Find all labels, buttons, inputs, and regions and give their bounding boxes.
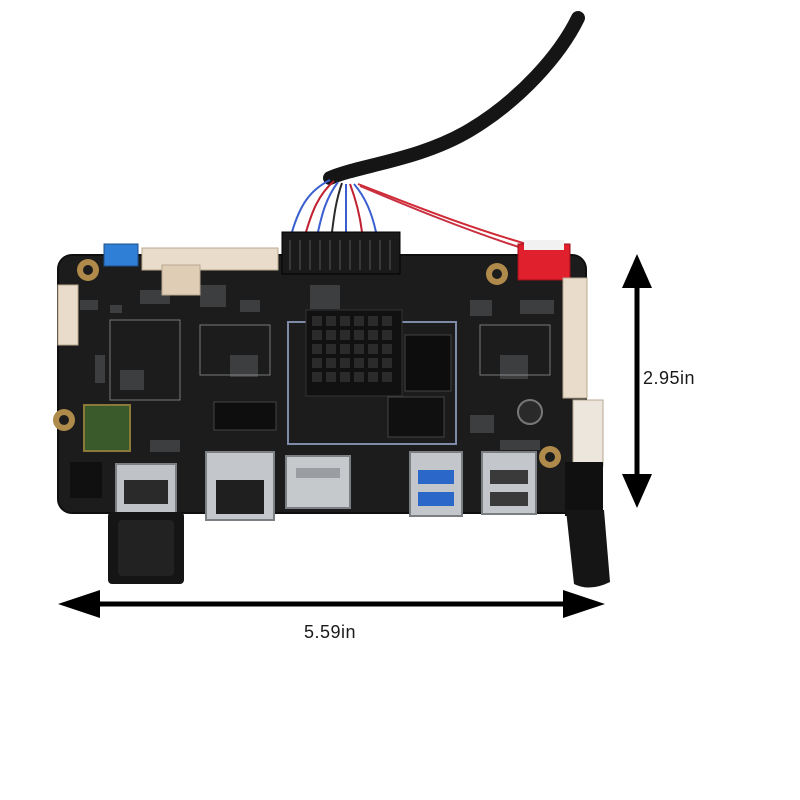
- audio-jack-icon: [70, 462, 102, 498]
- silkscreen: [109, 319, 551, 401]
- width-dimension-label: 5.59in: [304, 622, 357, 642]
- capacitor-icon: [517, 399, 543, 425]
- ribbon-wires: [291, 179, 531, 251]
- hdmi-cable-icon: [108, 512, 184, 584]
- height-dimension-label: 2.95in: [643, 368, 696, 388]
- memory-chip-icon: [404, 334, 452, 392]
- width-arrow: [58, 590, 605, 618]
- left-connector-icon: [57, 284, 79, 346]
- flash-chip-icon: [387, 396, 445, 438]
- ethernet-chip-icon: [213, 401, 277, 431]
- sd-card-slot-icon: [285, 455, 351, 509]
- height-arrow: [622, 254, 652, 508]
- right-connector-icon: [562, 277, 588, 399]
- blue-connector-icon: [103, 243, 139, 267]
- cable-icon: [323, 11, 585, 185]
- power-jack-icon: [565, 462, 610, 588]
- wifi-module-icon: [83, 404, 131, 452]
- heatsink-icon: [305, 309, 403, 397]
